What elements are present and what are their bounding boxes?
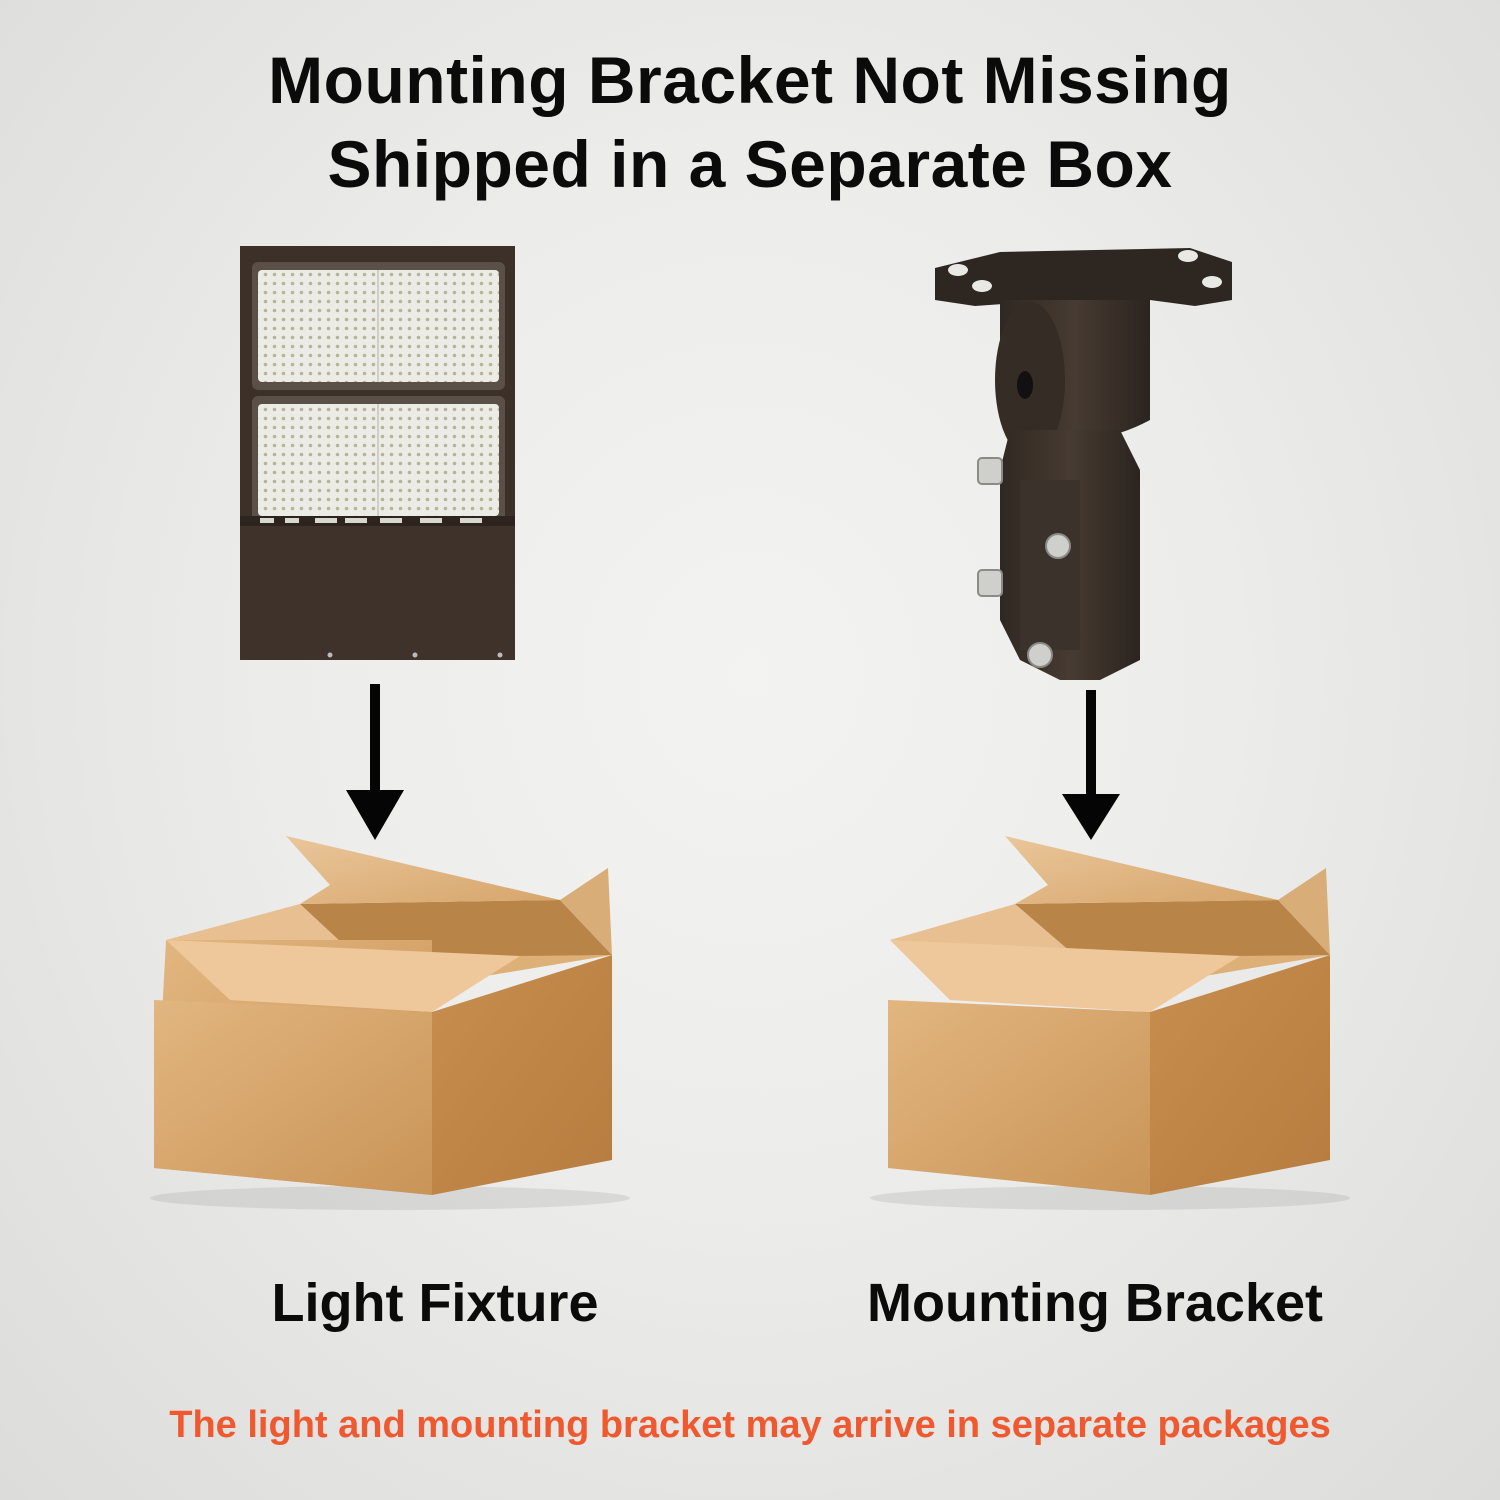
- arrow-down-icon-left: [346, 684, 404, 840]
- box-right-icon: [870, 836, 1350, 1210]
- page-title-line-1: Mounting Bracket Not Missing: [268, 43, 1232, 117]
- footer-note: The light and mounting bracket may arriv…: [169, 1404, 1331, 1446]
- mounting-bracket-image: [935, 248, 1232, 680]
- light-fixture-label: Light Fixture: [271, 1273, 599, 1333]
- page-title-line-2: Shipped in a Separate Box: [327, 127, 1173, 201]
- box-left-icon: [150, 836, 630, 1210]
- mounting-bracket-label: Mounting Bracket: [866, 1273, 1324, 1333]
- arrow-down-icon-right: [1062, 690, 1120, 840]
- light-fixture-image: [240, 246, 515, 660]
